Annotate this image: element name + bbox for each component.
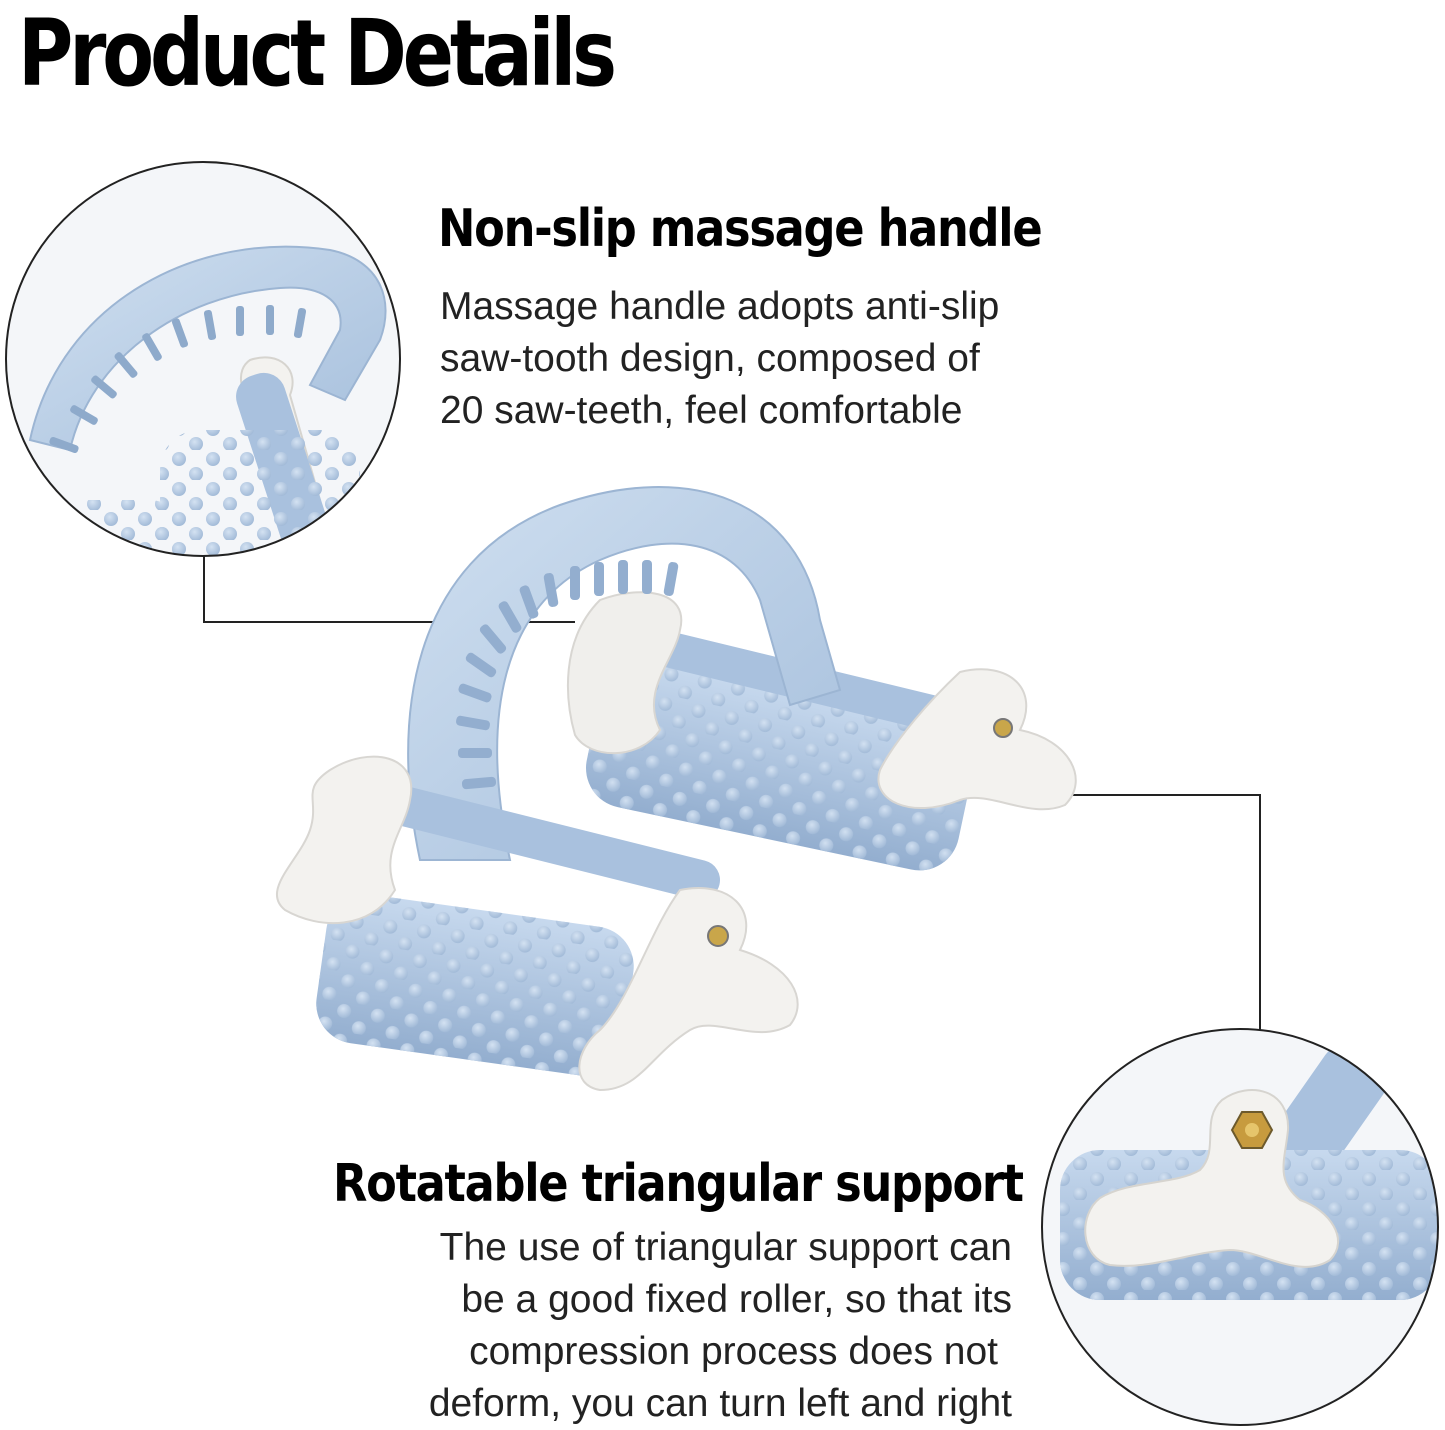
feature-line: The use of triangular support can <box>439 1226 1012 1269</box>
callout-line-support <box>992 794 1261 1030</box>
feature-line: be a good fixed roller, so that its <box>461 1278 1012 1321</box>
feature-heading-handle: Non-slip massage handle <box>438 199 1043 259</box>
feature-heading-support: Rotatable triangular support <box>333 1154 1024 1214</box>
feature-text-handle: Massage handle adopts anti-slip saw-toot… <box>440 281 999 437</box>
feature-line: saw-tooth design, composed of <box>440 337 980 380</box>
feature-line: 20 saw-teeth, feel comfortable <box>440 389 963 432</box>
feature-text-support: The use of triangular support can be a g… <box>300 1222 1012 1430</box>
page-title: Product Details <box>18 0 617 107</box>
feature-line: Massage handle adopts anti-slip <box>440 285 1000 328</box>
detail-circle-handle <box>5 161 401 557</box>
product-main-image <box>276 486 1077 1092</box>
feature-line: compression process does not <box>469 1330 998 1373</box>
feature-line: deform, you can turn left and right <box>428 1382 1012 1425</box>
detail-circle-support <box>1041 1028 1439 1426</box>
